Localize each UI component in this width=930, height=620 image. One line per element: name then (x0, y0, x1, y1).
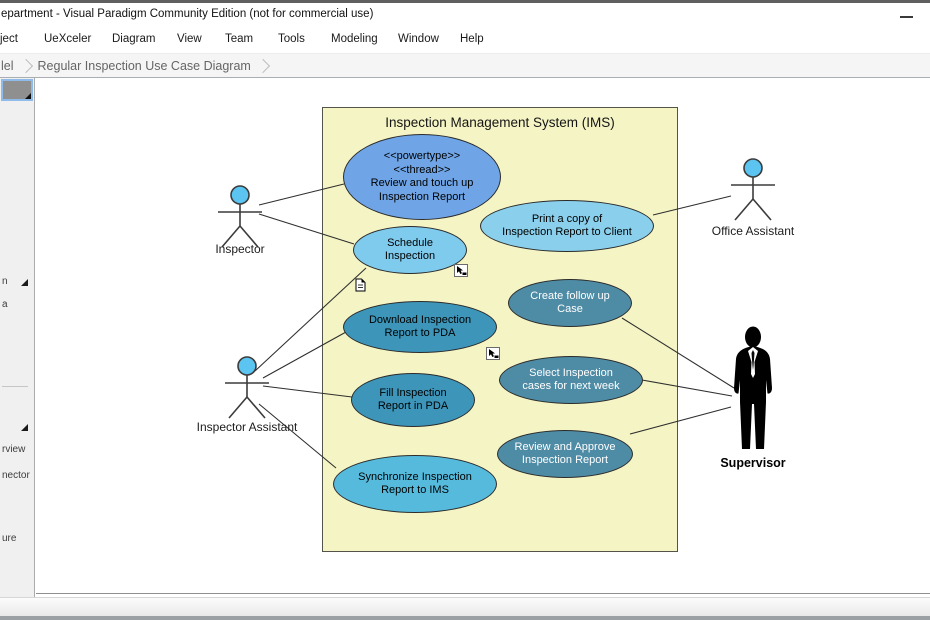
toolbox-sidebar: n a rview nector ure (0, 78, 35, 597)
actor-office-assistant[interactable] (723, 158, 783, 229)
subdiagram-icon[interactable] (454, 264, 468, 282)
expand-corner-icon[interactable] (21, 279, 28, 286)
actor-inspector-assistant[interactable] (217, 356, 277, 427)
toolbox-item-fragment[interactable]: a (2, 299, 8, 310)
breadcrumb-item[interactable]: lel (1, 59, 14, 73)
menu-modeling[interactable]: Modeling (331, 33, 378, 45)
menu-window[interactable]: Window (398, 33, 439, 45)
actor-label-office-assistant: Office Assistant (711, 224, 795, 238)
toolbox-item-fragment[interactable]: n (2, 276, 8, 287)
actor-supervisor[interactable] (725, 326, 781, 461)
usecase-label-line: Fill Inspection (379, 386, 447, 399)
stick-figure (218, 185, 262, 248)
breadcrumb-item[interactable]: Regular Inspection Use Case Diagram (37, 59, 251, 73)
minimize-button[interactable] (898, 9, 916, 23)
actor-inspector[interactable] (210, 185, 270, 256)
usecase-label-line: Synchronize Inspection (358, 470, 472, 483)
menu-view[interactable]: View (177, 33, 202, 45)
usecase-label-line: Inspection Report to Client (502, 226, 632, 238)
usecase-label-line: cases for next week (522, 380, 620, 392)
usecase-label-line: Print a copy of (531, 212, 603, 225)
usecase-label-line: Case (557, 303, 583, 315)
usecase-label-line: Download Inspection (368, 313, 472, 326)
usecase-label-line: Inspection (384, 250, 436, 262)
usecase-label-line: Schedule (387, 236, 433, 249)
usecase-label-line: Review and Approve (514, 440, 616, 453)
usecase-label-line: Select Inspection (529, 366, 613, 379)
actor-label-inspector: Inspector (215, 242, 265, 256)
chevron-right-icon (18, 58, 33, 74)
toolbox-item-fragment[interactable]: nector (2, 470, 30, 481)
menu-team[interactable]: Team (225, 33, 254, 45)
usecase-label-line: <<powertype>> (383, 150, 461, 162)
statusbar (0, 597, 930, 616)
usecase-label-line: Report to IMS (381, 484, 449, 496)
window-bottom-border (0, 616, 930, 620)
stick-figure (225, 356, 269, 419)
chevron-right-icon (255, 58, 270, 74)
system-boundary-title: Inspection Management System (IMS) (385, 115, 615, 130)
toolbox-divider (2, 386, 28, 387)
expand-corner-icon[interactable] (21, 424, 28, 431)
actor-label-supervisor: Supervisor (720, 456, 786, 470)
canvas-top-divider (0, 77, 930, 78)
tool-corner-icon (25, 93, 31, 99)
usecase-label-line: Report in PDA (377, 400, 449, 412)
usecase-review-touchup[interactable]: <<powertype>><<thread>>Review and touch … (343, 134, 501, 220)
menu-tools[interactable]: Tools (278, 33, 305, 45)
titlebar: epartment - Visual Paradigm Community Ed… (0, 3, 930, 27)
menubar: ject UeXceler Diagram View Team Tools Modeling… (0, 27, 930, 53)
usecase-label-line: Review and touch up (370, 177, 474, 189)
usecase-label-line: Report to PDA (384, 327, 456, 339)
usecase-label-line: Inspection Report (521, 454, 609, 466)
actor-label-inspector-assistant: Inspector Assistant (196, 420, 298, 434)
document-icon[interactable] (355, 278, 366, 297)
subdiagram-icon[interactable] (486, 347, 500, 365)
toolbox-item-fragment[interactable]: ure (2, 533, 17, 544)
minimize-icon (900, 16, 913, 18)
window-title: epartment - Visual Paradigm Community Ed… (1, 8, 374, 20)
breadcrumb: lel Regular Inspection Use Case Diagram (0, 53, 930, 78)
usecase-label-line: Create follow up (530, 289, 610, 302)
toolbox-item-fragment[interactable]: rview (2, 444, 26, 455)
menu-diagram[interactable]: Diagram (112, 33, 156, 45)
selected-tool-button[interactable] (1, 79, 33, 101)
usecase-label-line: <<thread>> (393, 163, 451, 176)
stick-figure (731, 158, 775, 221)
suit-silhouette (734, 326, 772, 449)
window-top-border (0, 0, 930, 3)
usecase-label-line: Inspection Report (378, 190, 466, 203)
menu-uexceler[interactable]: UeXceler (44, 33, 92, 45)
menu-help[interactable]: Help (460, 33, 484, 45)
menu-ject[interactable]: ject (0, 33, 18, 45)
